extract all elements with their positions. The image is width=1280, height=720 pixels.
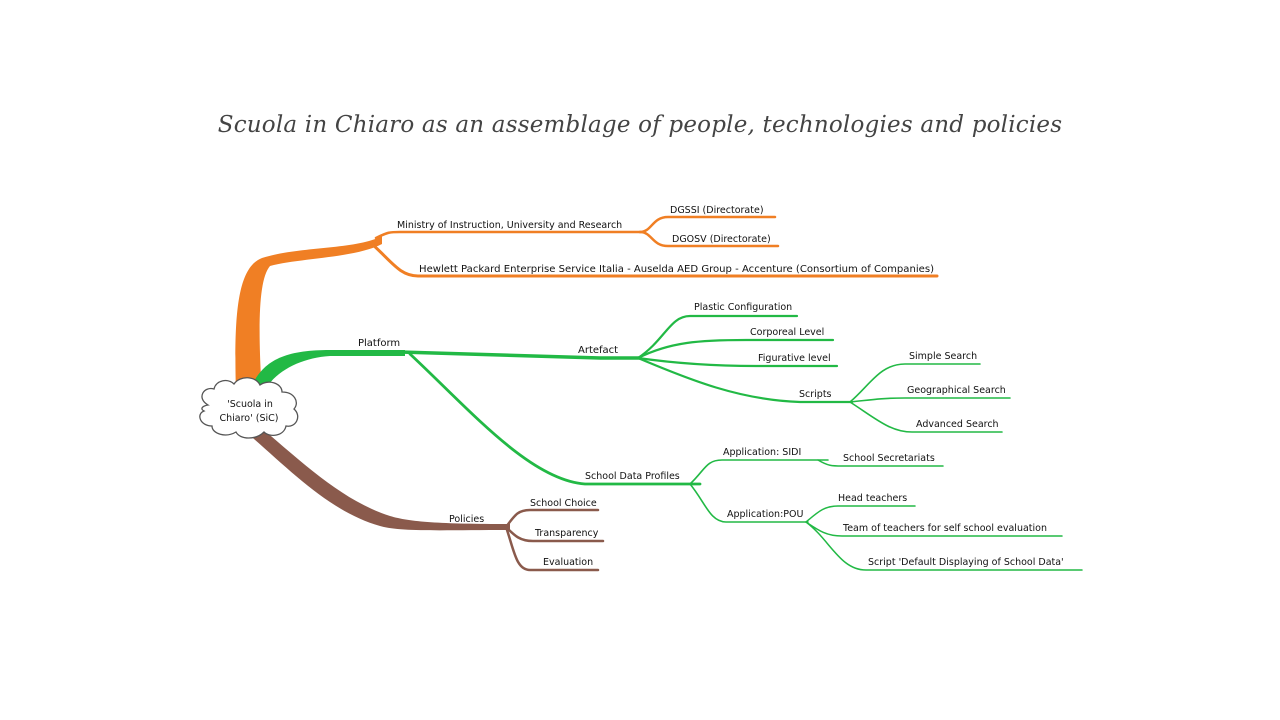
- root-node: 'Scuola in Chiaro' (SiC): [199, 377, 299, 439]
- root-label-line2: Chiaro' (SiC): [220, 413, 279, 424]
- people-main-trunk: [235, 236, 382, 395]
- policies-label: Policies: [449, 514, 484, 525]
- simple-search-label: Simple Search: [909, 351, 977, 362]
- artefact-label: Artefact: [578, 345, 618, 356]
- plastic-configuration-label: Plastic Configuration: [694, 302, 792, 313]
- school-data-profiles-label: School Data Profiles: [585, 471, 680, 482]
- dgssi-label: DGSSI (Directorate): [670, 205, 764, 216]
- figurative-connector: [636, 356, 839, 368]
- ministry-underline: [374, 230, 642, 240]
- scripts-connector: [636, 356, 854, 404]
- pou-connector: [689, 483, 809, 523]
- advanced-search-connector: [849, 401, 1003, 433]
- dgosv-label: DGOSV (Directorate): [672, 234, 771, 245]
- dgssi-connector: [638, 215, 777, 234]
- root-cloud-shape: [199, 377, 299, 439]
- head-teachers-connector: [805, 505, 916, 523]
- corporeal-connector: [636, 338, 835, 360]
- secretariats-connector: [817, 459, 944, 467]
- consortium-label: Hewlett Packard Enterprise Service Itali…: [419, 264, 934, 275]
- root-label-line1: 'Scuola in: [227, 399, 273, 410]
- scripts-label: Scripts: [799, 389, 832, 400]
- policies-trunk: [246, 420, 510, 531]
- school-profiles-connector: [408, 352, 702, 486]
- script-default-label: Script 'Default Displaying of School Dat…: [868, 557, 1064, 568]
- corporeal-level-label: Corporeal Level: [750, 327, 824, 338]
- artefact-connector: [398, 350, 642, 360]
- evaluation-label: Evaluation: [543, 557, 593, 568]
- technologies-branch: [250, 314, 1083, 571]
- transparency-label: Transparency: [534, 528, 599, 539]
- platform-label: Platform: [358, 338, 400, 349]
- school-secretariats-label: School Secretariats: [843, 453, 935, 464]
- school-choice-connector: [504, 508, 600, 529]
- policies-branch: [246, 420, 605, 572]
- team-teachers-label: Team of teachers for self school evaluat…: [842, 523, 1047, 534]
- consortium-connector: [370, 242, 939, 278]
- ministry-label: Ministry of Instruction, University and …: [397, 220, 622, 231]
- application-pou-label: Application:POU: [727, 509, 803, 520]
- sidi-connector: [689, 459, 829, 485]
- slide-title: Scuola in Chiaro as an assemblage of peo…: [217, 112, 1063, 138]
- geographical-search-label: Geographical Search: [907, 385, 1006, 396]
- figurative-level-label: Figurative level: [758, 353, 831, 364]
- simple-search-connector: [849, 363, 981, 403]
- people-branch: [235, 215, 939, 395]
- dgosv-connector: [638, 230, 780, 248]
- platform-trunk: [250, 350, 405, 396]
- plastic-connector: [636, 314, 799, 360]
- script-default-connector: [805, 521, 1083, 571]
- head-teachers-label: Head teachers: [838, 493, 907, 504]
- advanced-search-label: Advanced Search: [916, 419, 999, 430]
- geo-search-connector: [849, 397, 1011, 403]
- transparency-connector: [504, 525, 605, 543]
- application-sidi-label: Application: SIDI: [723, 447, 801, 458]
- evaluation-connector: [504, 525, 600, 572]
- school-choice-label: School Choice: [530, 498, 597, 509]
